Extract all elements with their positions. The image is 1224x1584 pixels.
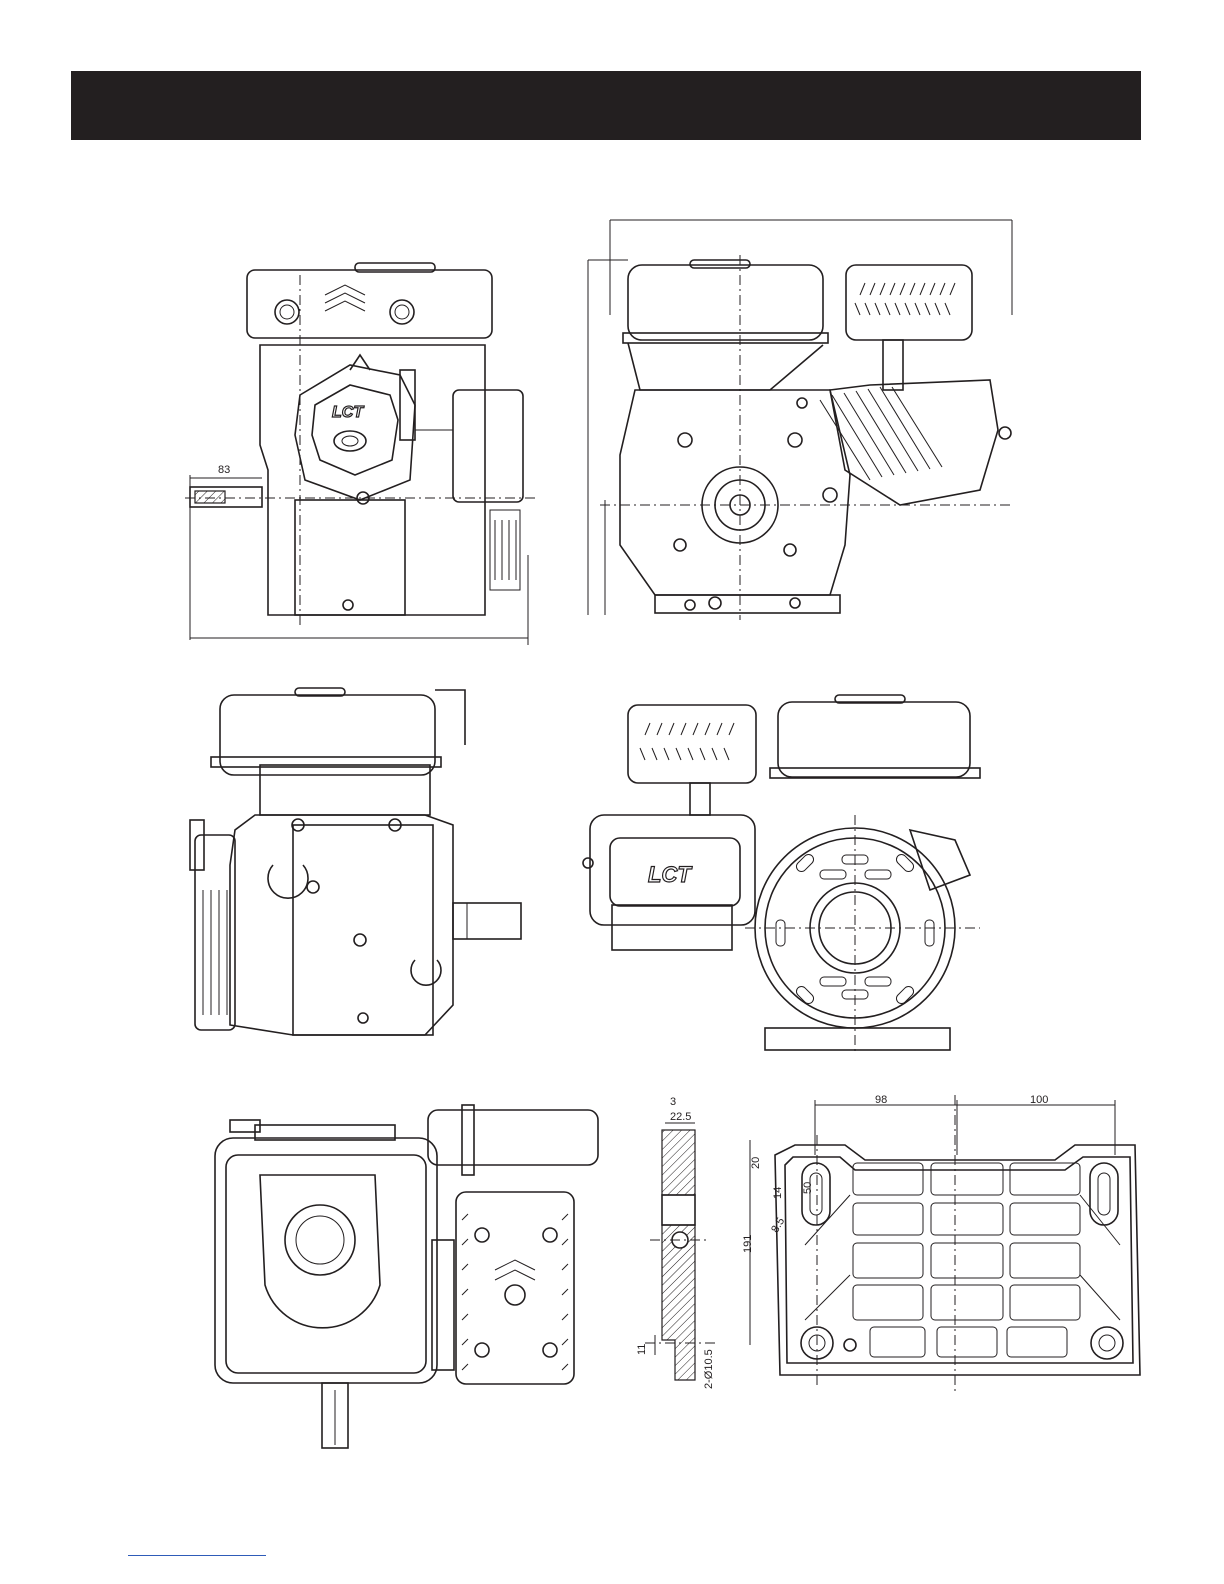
dim-base-height: 191 (742, 1235, 754, 1253)
logo-front: LCT (332, 404, 364, 421)
rear-view-drawing (185, 685, 525, 1040)
dim-slot-width: 14 (772, 1187, 784, 1199)
header-title (71, 93, 91, 118)
header-bar (71, 71, 1141, 140)
footer-rule (128, 1555, 266, 1556)
logo-side: LCT (648, 862, 692, 887)
front-view-drawing: 83 LCT (180, 255, 540, 650)
dim-side-top-a: 3 (670, 1096, 676, 1108)
recoil-view-drawing: LCT (580, 690, 990, 1055)
dim-side-bottom-a: 11 (636, 1344, 648, 1355)
dim-base-width-left: 98 (875, 1094, 887, 1106)
top-view-drawing (210, 1100, 610, 1460)
dim-side-bottom-b: 2-Ø10.5 (703, 1349, 715, 1389)
dim-base-width-right: 100 (1030, 1094, 1048, 1106)
base-section-drawing: 3 22.5 11 2-Ø10.5 (640, 1095, 730, 1395)
dim-hole-dia: 8.5 (769, 1216, 787, 1235)
side-view-drawing (580, 215, 1020, 625)
base-plate-drawing: 98 100 191 20 14 50 8.5 (745, 1095, 1145, 1400)
dim-slot-center: 50 (802, 1182, 814, 1194)
dim-base-top-offset: 20 (750, 1157, 762, 1169)
dim-shaft-length: 83 (218, 464, 230, 476)
dim-side-top-b: 22.5 (670, 1111, 691, 1123)
